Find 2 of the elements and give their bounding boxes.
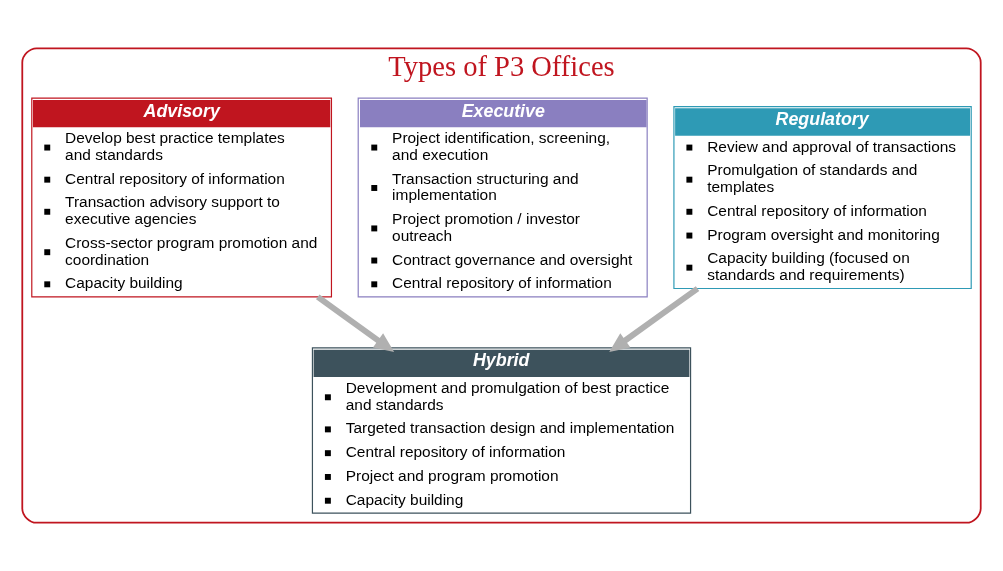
arrow <box>609 286 700 352</box>
arrow <box>316 294 395 352</box>
